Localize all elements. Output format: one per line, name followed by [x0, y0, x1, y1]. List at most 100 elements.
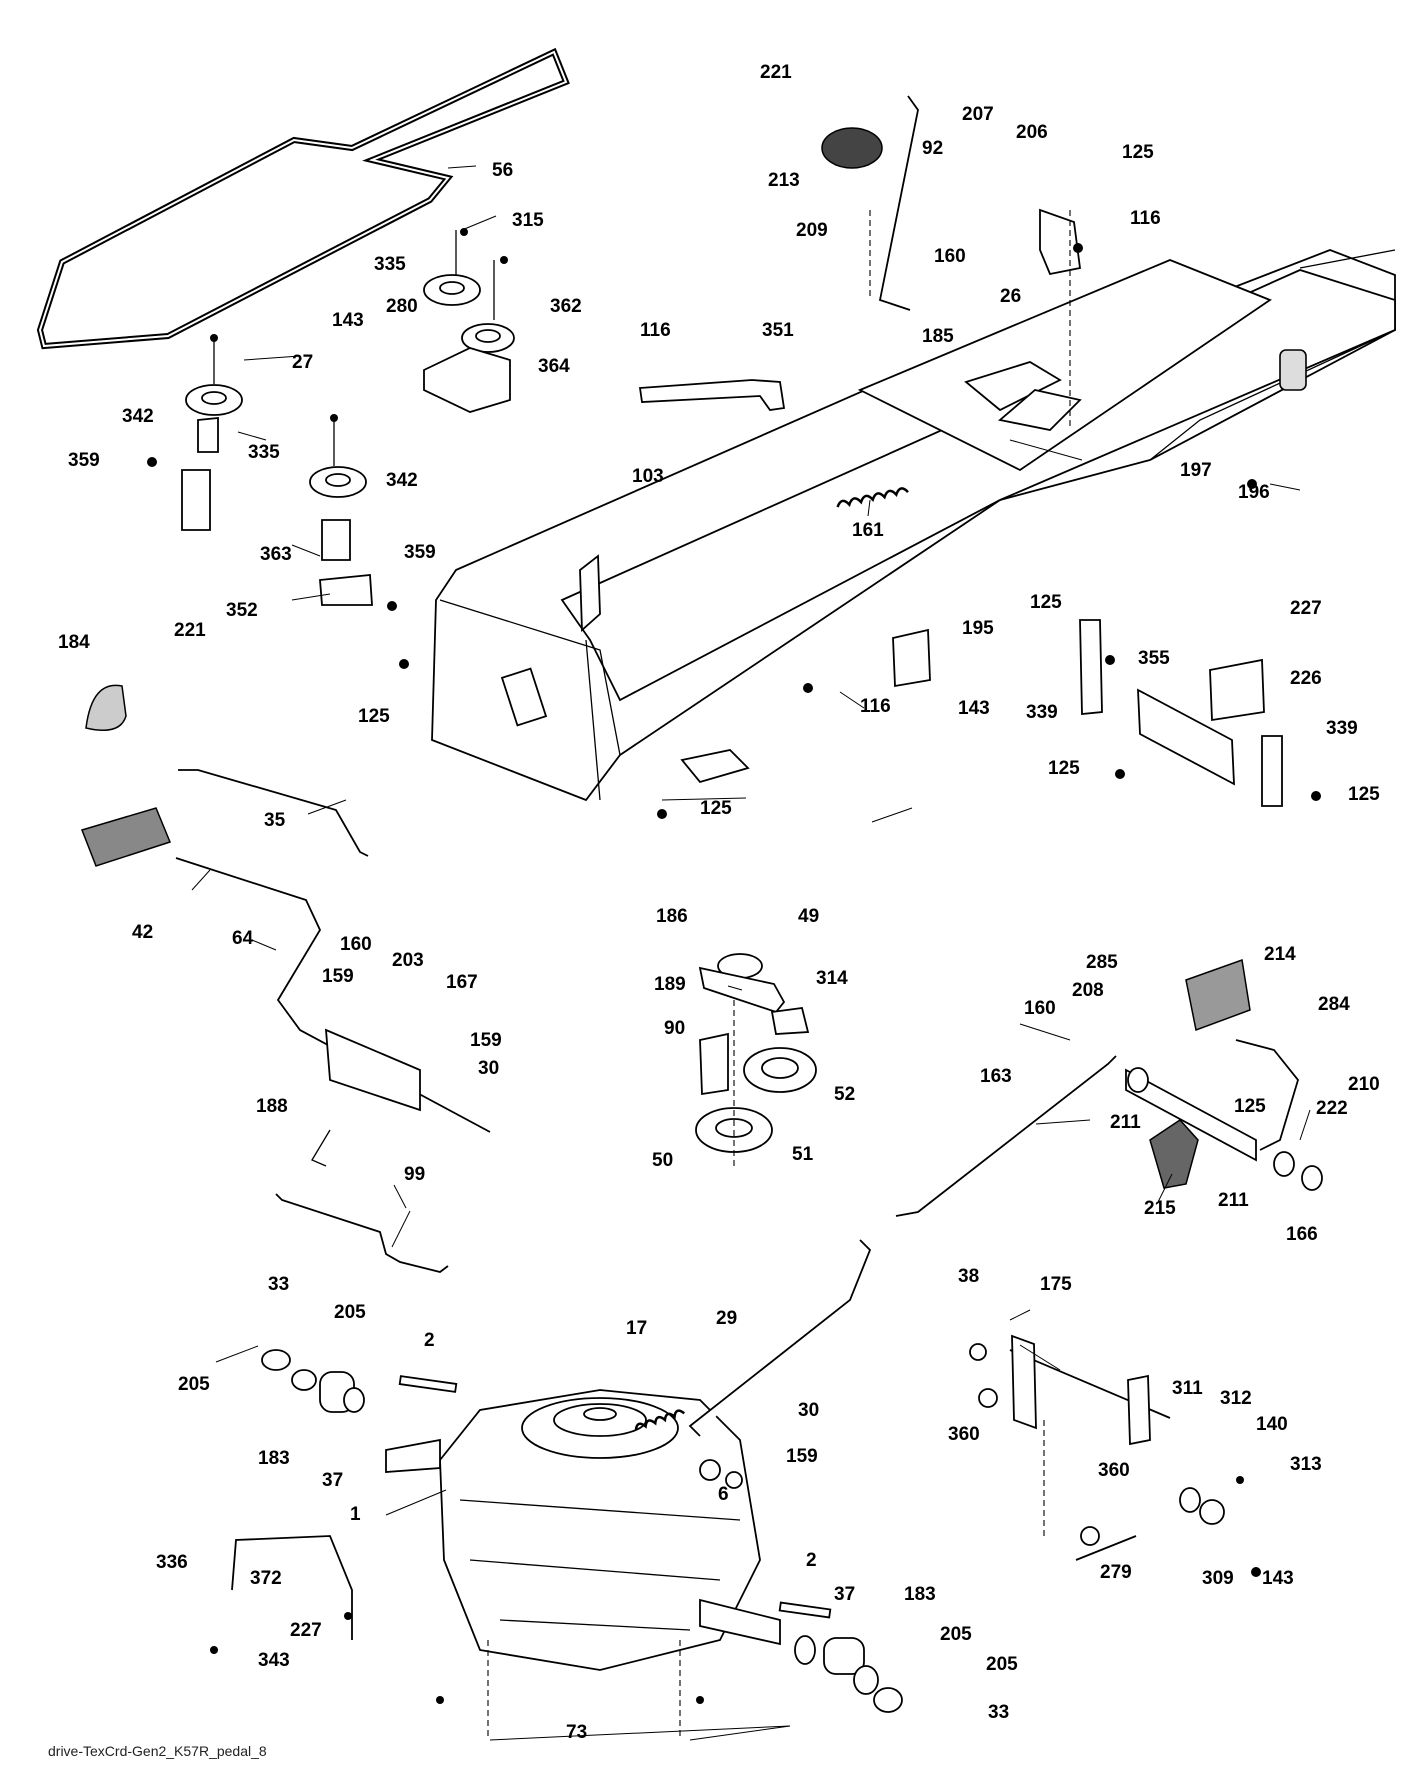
callout-166: 166: [1286, 1224, 1318, 1245]
callout-342-right: 342: [386, 470, 418, 491]
callout-185: 185: [922, 326, 954, 347]
callout-1: 1: [350, 1504, 361, 1525]
callout-363: 363: [260, 544, 292, 565]
callout-188: 188: [256, 1096, 288, 1117]
callout-205-top-right: 205: [334, 1302, 366, 1323]
callout-221-top: 221: [760, 62, 792, 83]
callout-6: 6: [718, 1484, 729, 1505]
callout-37-top: 37: [322, 1470, 343, 1491]
callout-215: 215: [1144, 1198, 1176, 1219]
pedal-pad-214: [1185, 958, 1251, 1032]
callout-311: 311: [1172, 1378, 1203, 1399]
callout-125-rbot: 125: [1348, 784, 1380, 805]
callout-160-left: 160: [340, 934, 372, 955]
bracket-372: [231, 1535, 353, 1640]
callout-116-frame: 116: [860, 696, 891, 717]
callout-159-mid: 159: [786, 1446, 818, 1467]
callout-125-mid: 125: [358, 706, 390, 727]
rod-279: [1075, 1535, 1137, 1561]
rod-29: [688, 1239, 872, 1437]
callout-343: 343: [258, 1650, 290, 1671]
handle-42: [81, 807, 172, 867]
spring-161: [836, 487, 909, 508]
callout-159-top: 159: [322, 966, 354, 987]
callout-27: 27: [292, 352, 313, 373]
callout-37-bottom: 37: [834, 1584, 855, 1605]
callout-360-mid: 360: [1098, 1460, 1130, 1481]
rod-99: [275, 1193, 449, 1273]
callout-175: 175: [1040, 1274, 1072, 1295]
tractor-frame: [431, 249, 1396, 802]
callout-227-left: 227: [290, 1620, 322, 1641]
callout-125-rtop: 125: [1030, 592, 1062, 613]
spring-17: [634, 1409, 686, 1430]
callout-342-left: 342: [122, 406, 154, 427]
callout-207: 207: [962, 104, 994, 125]
callout-205-top-left: 205: [178, 1374, 210, 1395]
bracket-226: [1209, 658, 1265, 722]
plate-355: [1137, 688, 1235, 786]
hardware: [261, 1343, 1225, 1713]
drawing-id-label: drive-TexCrd-Gen2_K57R_pedal_8: [48, 1743, 267, 1759]
rod-35: [178, 769, 369, 857]
callout-339-left: 339: [1026, 702, 1058, 723]
callout-355: 355: [1138, 648, 1170, 669]
idler-pulley-assembly-upper: [423, 230, 515, 413]
callout-335-top: 335: [374, 254, 406, 275]
callout-99: 99: [404, 1164, 425, 1185]
callout-285: 285: [1086, 952, 1118, 973]
callout-143-bottom: 143: [1262, 1568, 1294, 1589]
callout-125-pedal: 125: [1234, 1096, 1266, 1117]
bracket-339-left: [1079, 619, 1103, 715]
callout-26: 26: [1000, 286, 1021, 307]
callout-352: 352: [226, 600, 258, 621]
callout-51: 51: [792, 1144, 814, 1165]
callout-211-left: 211: [1110, 1112, 1141, 1133]
callout-315: 315: [512, 210, 544, 231]
callout-167: 167: [446, 972, 478, 993]
callout-195: 195: [962, 618, 994, 639]
callout-196: 196: [1238, 482, 1270, 503]
callout-116-mid: 116: [640, 320, 671, 341]
callout-206: 206: [1016, 122, 1048, 143]
callout-183-bottom: 183: [904, 1584, 936, 1605]
leader-lines: [191, 165, 1311, 1741]
cover-184: [85, 684, 127, 731]
callout-64: 64: [232, 928, 254, 949]
lever-209: [878, 95, 919, 311]
callout-364: 364: [538, 356, 570, 377]
callout-159-right: 159: [470, 1030, 502, 1051]
callout-125-top: 125: [1122, 142, 1154, 163]
callout-359-right: 359: [404, 542, 436, 563]
callout-73: 73: [566, 1722, 587, 1743]
callout-30-mid: 30: [798, 1400, 819, 1421]
callout-227-right: 227: [1290, 598, 1322, 619]
bracket-351: [638, 379, 786, 411]
callout-280: 280: [386, 296, 418, 317]
callout-197: 197: [1180, 460, 1212, 481]
callout-208: 208: [1072, 980, 1104, 1001]
callout-222: 222: [1316, 1098, 1348, 1119]
pedal-215: [1149, 1119, 1199, 1189]
callout-226: 226: [1290, 668, 1322, 689]
callout-205-bottom-upper: 205: [940, 1624, 972, 1645]
callout-2-bottom: 2: [806, 1550, 817, 1571]
callout-92: 92: [922, 138, 943, 159]
callout-313: 313: [1290, 1454, 1322, 1475]
callout-336: 336: [156, 1552, 188, 1573]
callout-372: 372: [250, 1568, 282, 1589]
callout-33-top: 33: [268, 1274, 289, 1295]
callout-30-left: 30: [478, 1058, 499, 1079]
bolt-marks: [147, 228, 1321, 1704]
callout-38: 38: [958, 1266, 979, 1287]
callout-210: 210: [1348, 1074, 1380, 1095]
callout-183-top: 183: [258, 1448, 290, 1469]
callout-284: 284: [1318, 994, 1350, 1015]
drive-belt: [36, 47, 570, 350]
callout-161: 161: [852, 520, 884, 541]
callout-29: 29: [716, 1308, 737, 1329]
bracket-90: [699, 1032, 729, 1096]
callout-339-right: 339: [1326, 718, 1358, 739]
pedal-arm-210: [1235, 1039, 1299, 1151]
callout-335-lower: 335: [248, 442, 280, 463]
